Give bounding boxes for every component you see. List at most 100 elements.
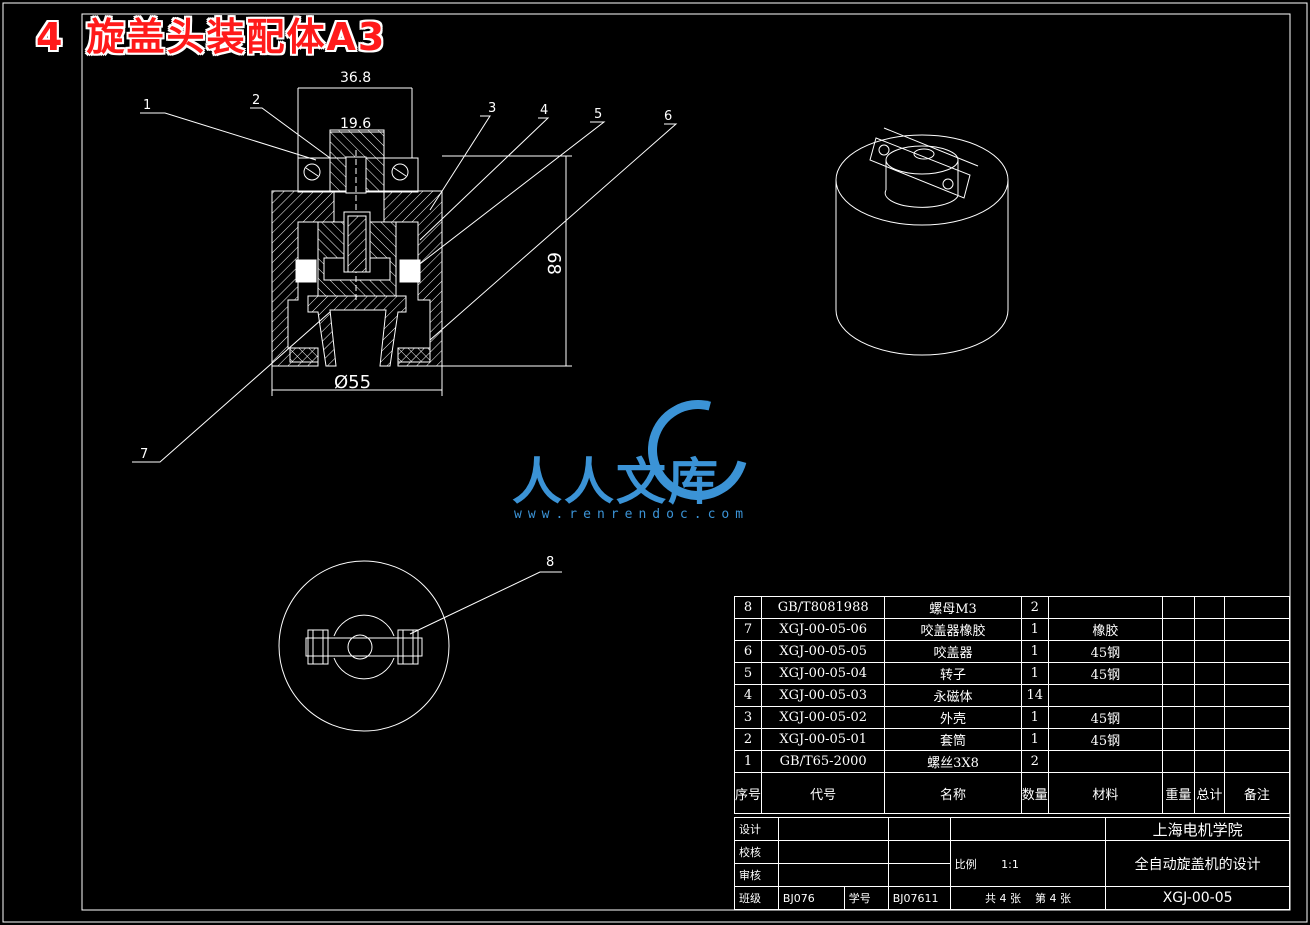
bom-cell-empty: [1161, 750, 1195, 773]
title-size: A3: [326, 15, 387, 59]
dim-68: 68: [543, 252, 564, 275]
inner-border: [81, 13, 1291, 911]
bom-cell-no: 5: [733, 662, 763, 685]
bom-cell-code: GB/T65-2000: [761, 750, 886, 773]
isometric-view: [835, 127, 1009, 356]
bom-cell-empty: [1161, 728, 1195, 751]
tb-school: 上海电机学院: [1105, 817, 1290, 841]
bom-cell-empty: [1223, 618, 1291, 641]
bom-header-qty: 数量: [1020, 772, 1049, 814]
dimension-labels: 36.8 19.6 68 Ø55: [334, 70, 564, 393]
bom-cell-code: XGJ-00-05-02: [761, 706, 886, 729]
bom-cell-name: 螺丝3X8: [884, 750, 1022, 773]
bom-cell-no: 6: [733, 640, 763, 663]
tb-scale-label: 比例: [954, 857, 977, 871]
title-block: 设计 上海电机学院 校核 比例 1:1 全自动旋盖机的设计 审核 班级 BJ07…: [734, 817, 1290, 910]
balloon-1: 1: [143, 98, 151, 113]
bom-cell-no: 4: [733, 684, 763, 707]
bom-cell-qty: 2: [1020, 596, 1049, 619]
bom-cell-name: 永磁体: [884, 684, 1022, 707]
bom-cell-qty: 1: [1020, 706, 1049, 729]
bom-header-remark: 备注: [1223, 772, 1291, 814]
bom-cell-empty: [1193, 662, 1225, 685]
dim-55: Ø55: [334, 372, 371, 393]
bom-cell-qty: 1: [1020, 618, 1049, 641]
bom-cell-name: 套筒: [884, 728, 1022, 751]
bom-header-weight: 重量: [1161, 772, 1195, 814]
bom-cell-name: 咬盖器: [884, 640, 1022, 663]
bom-cell-empty: [1161, 618, 1195, 641]
tb-student-label: 学号: [843, 886, 889, 910]
bom-cell-empty: [1193, 618, 1225, 641]
bom-cell-material: [1047, 596, 1163, 619]
bom-cell-name: 咬盖器橡胶: [884, 618, 1022, 641]
balloon-5: 5: [594, 107, 602, 122]
bom-cell-empty: [1161, 640, 1195, 663]
bom-cell-empty: [1161, 706, 1195, 729]
tb-student-value: BJ07611: [887, 886, 951, 910]
bom-cell-empty: [1161, 684, 1195, 707]
tb-review-label: 审核: [734, 863, 779, 887]
watermark-url: www.renrendoc.com: [514, 507, 750, 522]
bom-cell-material: 橡胶: [1047, 618, 1163, 641]
title-number: 4: [36, 15, 65, 59]
bom-cell-empty: [1193, 640, 1225, 663]
bom-cell-material: [1047, 750, 1163, 773]
bom-cell-qty: 14: [1020, 684, 1049, 707]
bom-cell-no: 8: [733, 596, 763, 619]
bom-cell-qty: 2: [1020, 750, 1049, 773]
balloon-4: 4: [540, 103, 548, 118]
title-text: 旋盖头装配体: [86, 15, 327, 59]
bom-cell-material: 45钢: [1047, 728, 1163, 751]
tb-class-value: BJ076: [777, 886, 845, 910]
balloon-8: 8: [546, 555, 554, 570]
bom-cell-material: 45钢: [1047, 640, 1163, 663]
bom-cell-empty: [1193, 750, 1225, 773]
bom-cell-material: [1047, 684, 1163, 707]
bom-cell-empty: [1223, 684, 1291, 707]
tb-design-label: 设计: [734, 817, 779, 841]
balloon-7: 7: [140, 447, 148, 462]
tb-drawing-no: XGJ-00-05: [1105, 886, 1290, 910]
watermark-brand: 人人文库: [512, 453, 720, 511]
tb-sheet: 第 4 张: [1034, 892, 1071, 905]
tb-scale-value: 1:1: [1001, 857, 1019, 871]
bom-cell-empty: [1223, 728, 1291, 751]
bom-cell-no: 7: [733, 618, 763, 641]
bom-cell-code: XGJ-00-05-06: [761, 618, 886, 641]
watermark: 人人文库 www.renrendoc.com: [512, 381, 802, 532]
bom-cell-empty: [1193, 706, 1225, 729]
bom-cell-name: 螺母M3: [884, 596, 1022, 619]
part-balloons: 1 2 3 4 5 6 7 8: [140, 93, 672, 570]
bom-cell-material: 45钢: [1047, 662, 1163, 685]
bom-cell-no: 1: [733, 750, 763, 773]
drawing-title: 4 旋盖头装配体A3: [36, 6, 386, 61]
bom-header-code: 代号: [761, 772, 886, 814]
bom-header-material: 材料: [1047, 772, 1163, 814]
dim-36-8: 36.8: [340, 70, 371, 86]
bom-cell-code: XGJ-00-05-01: [761, 728, 886, 751]
bom-cell-empty: [1223, 596, 1291, 619]
bom-cell-no: 2: [733, 728, 763, 751]
bom-cell-empty: [1223, 750, 1291, 773]
balloon-2: 2: [252, 93, 260, 108]
bom-cell-empty: [1161, 596, 1195, 619]
bom-cell-empty: [1193, 684, 1225, 707]
bom-cell-qty: 1: [1020, 640, 1049, 663]
bom-header-name: 名称: [884, 772, 1022, 814]
dim-19-6: 19.6: [340, 116, 371, 132]
bom-cell-material: 45钢: [1047, 706, 1163, 729]
bom-header-no: 序号: [733, 772, 763, 814]
